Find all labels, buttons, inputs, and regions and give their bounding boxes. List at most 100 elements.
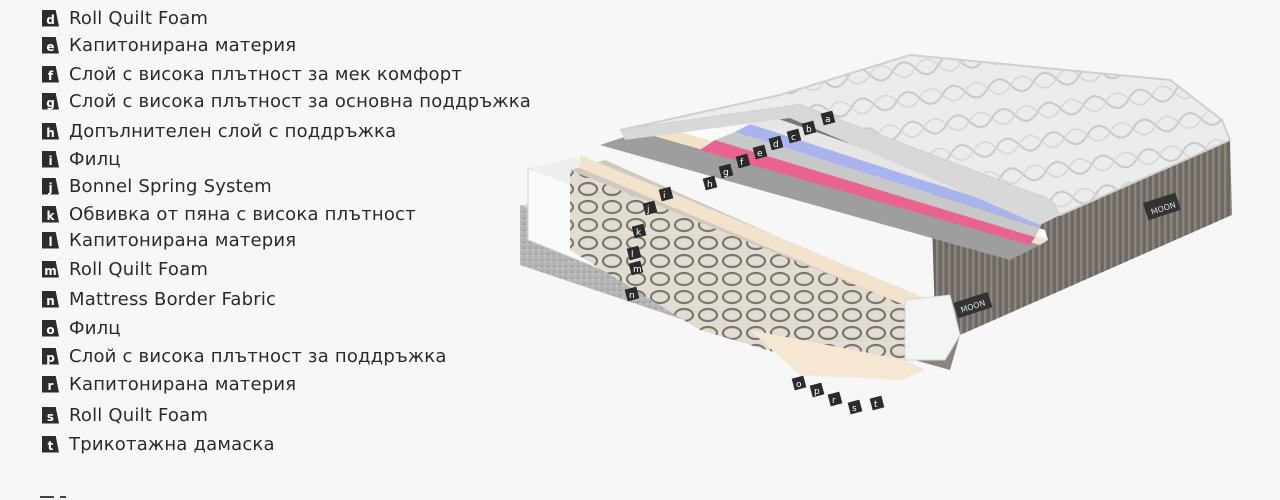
letter-badge-icon: p <box>42 347 59 365</box>
legend-item-label: Mattress Border Fabric <box>69 288 277 310</box>
layer-tag: l <box>626 245 642 261</box>
layer-tag-letter: e <box>757 149 763 159</box>
letter-badge-icon: d <box>42 9 59 27</box>
legend-item-label: Слой с висока плътност за поддръжка <box>69 345 447 367</box>
legend-item: g Слой с висока плътност за основна поддр… <box>42 88 531 114</box>
legend-item: d Roll Quilt Foam <box>42 5 208 31</box>
layer-tag-letter: m <box>633 265 642 275</box>
cream-base-layer <box>750 330 925 380</box>
legend-item: f Слой с висока плътност за мек комфорт <box>42 61 462 87</box>
legend-item: j Bonnel Spring System <box>42 173 272 199</box>
layer-tag: i <box>658 186 674 202</box>
layer-tag-letter: k <box>636 228 642 238</box>
legend-item-label: Bonnel Spring System <box>69 175 272 197</box>
legend-item: k Обвивка от пяна с висока плътност <box>42 201 416 227</box>
layer-tag: p <box>809 382 825 398</box>
layer-tag: n <box>624 286 640 302</box>
layer-tag: c <box>786 128 802 144</box>
letter-badge-icon: t <box>42 435 59 453</box>
letter-badge-icon: o <box>42 319 59 337</box>
legend-item-label: Капитонирана материя <box>69 373 297 395</box>
layer-tag: m <box>628 260 644 276</box>
layer-tag-letter: h <box>707 180 713 190</box>
legend-item: h Допълнителен слой с поддръжка <box>42 118 396 144</box>
brand-tag-front <box>1142 192 1181 221</box>
legend-item-label: Roll Quilt Foam <box>69 7 209 29</box>
legend-item: l Капитонирана материя <box>42 227 296 253</box>
layer-tag-letter: d <box>773 140 779 150</box>
legend-item: t Трикотажна дамаска <box>42 431 275 457</box>
legend-item: i Филц <box>42 146 121 172</box>
blue-comfort-layer <box>735 124 1043 228</box>
legend-item-label: Трикотажна дамаска <box>69 433 275 455</box>
layer-tag: h <box>702 175 718 191</box>
pink-comfort-layer <box>700 140 1035 245</box>
legend-item-label: Обвивка от пяна с висока плътност <box>69 203 416 225</box>
letter-badge-icon: s <box>42 406 59 424</box>
legend-item: p Слой с висока плътност за поддръжка <box>42 343 447 369</box>
legend-item-label: Капитонирана материя <box>69 34 297 56</box>
legend-item: m Roll Quilt Foam <box>42 256 208 282</box>
layer-tag-letter: r <box>832 396 836 406</box>
layer-tag: a <box>820 110 836 126</box>
legend-item-label: Roll Quilt Foam <box>69 258 209 280</box>
layer-tag: o <box>791 375 807 391</box>
gray-thin-layer <box>715 132 1040 237</box>
layer-tag-letter: f <box>740 158 744 168</box>
bottom-decoration <box>40 496 66 498</box>
layer-tag: e <box>752 144 768 160</box>
legend-item: s Roll Quilt Foam <box>42 402 208 428</box>
legend-item-label: Филц <box>69 148 121 170</box>
layer-tag-letter: c <box>791 133 796 143</box>
letter-badge-icon: f <box>42 65 59 83</box>
layer-tag: d <box>768 135 784 151</box>
brand-tag-side <box>953 291 993 319</box>
legend-item: e Капитонирана материя <box>42 32 296 58</box>
letter-badge-icon: h <box>42 122 59 140</box>
letter-badge-icon: n <box>42 290 59 308</box>
legend-item: n Mattress Border Fabric <box>42 286 276 312</box>
letter-badge-icon: i <box>42 150 59 168</box>
layer-tag-letter: g <box>723 168 729 178</box>
letter-badge-icon: j <box>42 177 59 195</box>
layer-tag-letter: o <box>796 380 802 390</box>
letter-badge-icon: r <box>42 375 59 393</box>
layer-tag: f <box>735 153 751 169</box>
spring-core <box>570 170 905 372</box>
layer-tag-letter: n <box>629 291 635 301</box>
right-foam-block <box>904 294 961 361</box>
layer-tag: k <box>631 223 647 239</box>
letter-badge-icon: k <box>42 205 59 223</box>
layer-tag-letter: i <box>663 191 666 201</box>
layer-tag-letter: p <box>814 387 820 397</box>
letter-badge-icon: e <box>42 36 59 54</box>
legend-item: o Филц <box>42 315 121 341</box>
layer-tag-letter: b <box>806 125 812 135</box>
layer-tag-letter: a <box>825 115 831 125</box>
legend-item-label: Капитонирана материя <box>69 229 297 251</box>
letter-badge-icon: l <box>42 231 59 249</box>
letter-badge-icon: m <box>42 260 59 278</box>
layer-tag: g <box>718 163 734 179</box>
layer-tag-letter: j <box>646 205 650 215</box>
quilted-top-edge <box>620 105 1060 225</box>
layer-tag: s <box>847 399 863 415</box>
gray-comfort-layer <box>600 132 1040 260</box>
layer-tag-letter: t <box>874 400 878 410</box>
layer-tag-letter: s <box>852 404 857 414</box>
layer-tag: b <box>801 120 817 136</box>
legend-item-label: Слой с висока плътност за основна поддръ… <box>69 90 532 112</box>
layer-tags: a bc de f gh i j k lm n o p r s t <box>624 110 885 415</box>
legend-item-label: Слой с висока плътност за мек комфорт <box>69 63 463 85</box>
layer-tag: r <box>827 391 843 407</box>
letter-badge-icon: g <box>42 92 59 110</box>
legend-item-label: Филц <box>69 317 121 339</box>
layer-tag: t <box>869 395 885 411</box>
legend-item-label: Roll Quilt Foam <box>69 404 209 426</box>
layer-tag: j <box>642 200 658 216</box>
legend-item: r Капитонирана материя <box>42 371 296 397</box>
layer-tag-letter: l <box>631 250 634 260</box>
legend-item-label: Допълнителен слой с поддръжка <box>69 120 397 142</box>
